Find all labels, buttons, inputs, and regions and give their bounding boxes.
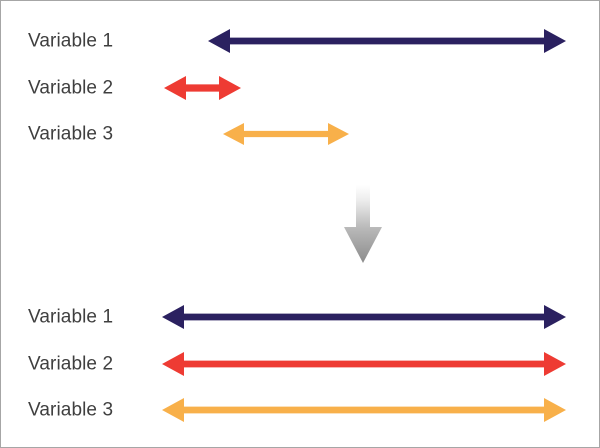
bottom-label-variable-2: Variable 2 [28,353,114,375]
bottom-arrow-variable-3 [162,398,566,422]
bottom-arrow-variable-2 [162,352,566,376]
bottom-label-variable-3: Variable 3 [28,399,114,421]
top-label-variable-3: Variable 3 [28,123,114,145]
top-arrow-variable-2 [164,76,241,100]
bottom-label-variable-1: Variable 1 [28,306,114,328]
top-label-variable-1: Variable 1 [28,30,114,52]
top-label-variable-2: Variable 2 [28,77,114,99]
top-arrow-variable-1 [208,29,566,53]
top-arrow-variable-3 [223,123,349,145]
down-arrow-icon [344,185,382,263]
bottom-arrow-variable-1 [162,305,566,329]
